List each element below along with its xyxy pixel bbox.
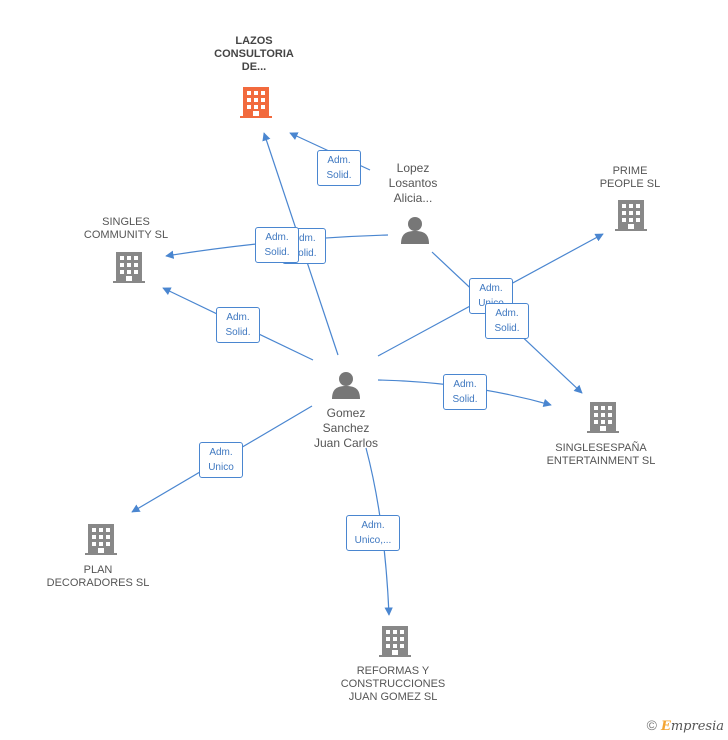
- person-icon-lopez[interactable]: [401, 217, 429, 244]
- relation-label[interactable]: Adm. Solid.: [443, 374, 487, 410]
- footer-branding[interactable]: ©Empresia: [647, 717, 724, 734]
- node-label-lazos[interactable]: LAZOS CONSULTORIA DE...: [214, 35, 294, 73]
- node-label-gomez[interactable]: Gomez Sanchez Juan Carlos: [313, 406, 379, 450]
- building-icon-prime-people[interactable]: [615, 200, 647, 231]
- relation-label[interactable]: Adm. Unico,...: [346, 515, 400, 551]
- building-icon-lazos[interactable]: [240, 87, 272, 118]
- person-icon-gomez[interactable]: [332, 372, 360, 399]
- node-label-reformas[interactable]: REFORMAS Y CONSTRUCCIONES JUAN GOMEZ SL: [340, 665, 446, 703]
- node-label-singlesespana[interactable]: SINGLESESPAÑA ENTERTAINMENT SL: [546, 442, 656, 467]
- relation-label[interactable]: Adm. Solid.: [485, 303, 529, 339]
- relation-label[interactable]: Adm. Unico: [199, 442, 243, 478]
- relation-label[interactable]: Adm. Solid.: [216, 307, 260, 343]
- copyright-icon: ©: [646, 717, 657, 733]
- relation-label[interactable]: Adm. Solid.: [255, 227, 299, 263]
- building-icon-singles-community[interactable]: [113, 252, 145, 283]
- node-label-prime-people[interactable]: PRIME PEOPLE SL: [599, 165, 661, 190]
- node-label-singles-community[interactable]: SINGLES COMMUNITY SL: [83, 216, 169, 241]
- relation-label[interactable]: Adm. Solid.: [317, 150, 361, 186]
- brand-logo: Empresia: [660, 719, 724, 734]
- node-label-plan-decoradores[interactable]: PLAN DECORADORES SL: [46, 564, 150, 589]
- building-icon-singlesespana[interactable]: [587, 402, 619, 433]
- node-label-lopez[interactable]: Lopez Losantos Alicia...: [388, 161, 438, 205]
- building-icon-plan-decoradores[interactable]: [85, 524, 117, 555]
- building-icon-reformas[interactable]: [379, 626, 411, 657]
